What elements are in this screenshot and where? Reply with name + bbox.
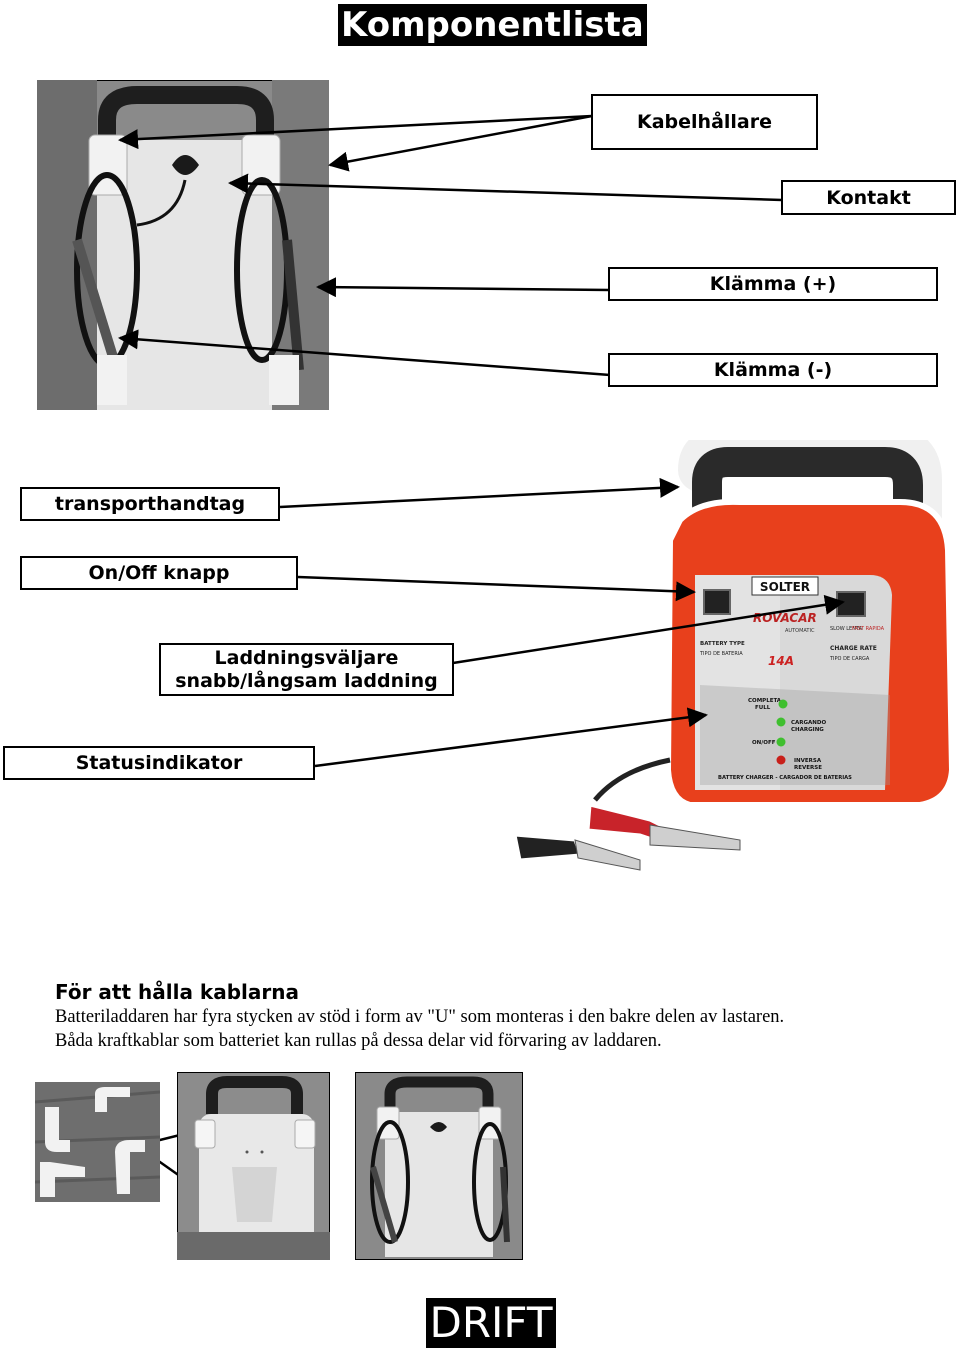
arrow-status: [315, 715, 706, 766]
label-selector-line2: snabb/långsam laddning: [175, 670, 438, 693]
u-support-photo: [35, 1082, 160, 1202]
label-contact: Kontakt: [781, 180, 956, 215]
arrow-handle: [280, 487, 678, 507]
section-heading: För att hålla kablarna: [55, 980, 299, 1004]
label-clamp-minus: Klämma (-): [608, 353, 938, 387]
section-label-drift: DRIFT: [426, 1298, 556, 1348]
label-selector: Laddningsväljare snabb/långsam laddning: [159, 643, 454, 696]
arrow-selector: [453, 602, 843, 663]
label-clamp-plus: Klämma (+): [608, 267, 938, 301]
section-line-2: Båda kraftkablar som batteriet kan rulla…: [55, 1031, 935, 1052]
label-clamp-minus-text: Klämma (-): [714, 359, 832, 381]
section-line-1: Batteriladdaren har fyra stycken av stöd…: [55, 1007, 935, 1028]
label-clamp-plus-text: Klämma (+): [710, 273, 836, 295]
label-handle-text: transporthandtag: [55, 493, 245, 515]
arrow-onoff: [298, 577, 694, 592]
label-onoff-text: On/Off knapp: [89, 562, 230, 584]
charger-with-cables-photo: [355, 1072, 523, 1260]
label-selector-line1: Laddningsväljare: [215, 647, 399, 670]
label-status: Statusindikator: [3, 746, 315, 780]
label-cable-holder: Kabelhållare: [591, 94, 818, 150]
arrow-contact: [230, 183, 782, 200]
label-status-text: Statusindikator: [76, 752, 243, 774]
label-handle: transporthandtag: [20, 487, 280, 521]
label-cable-holder-text: Kabelhållare: [637, 111, 772, 133]
label-contact-text: Kontakt: [826, 187, 911, 209]
charger-rear-photo: [177, 1072, 330, 1260]
label-onoff: On/Off knapp: [20, 556, 298, 590]
arrow-clamp-plus: [318, 287, 610, 290]
arrow-clamp-minus: [120, 338, 610, 375]
